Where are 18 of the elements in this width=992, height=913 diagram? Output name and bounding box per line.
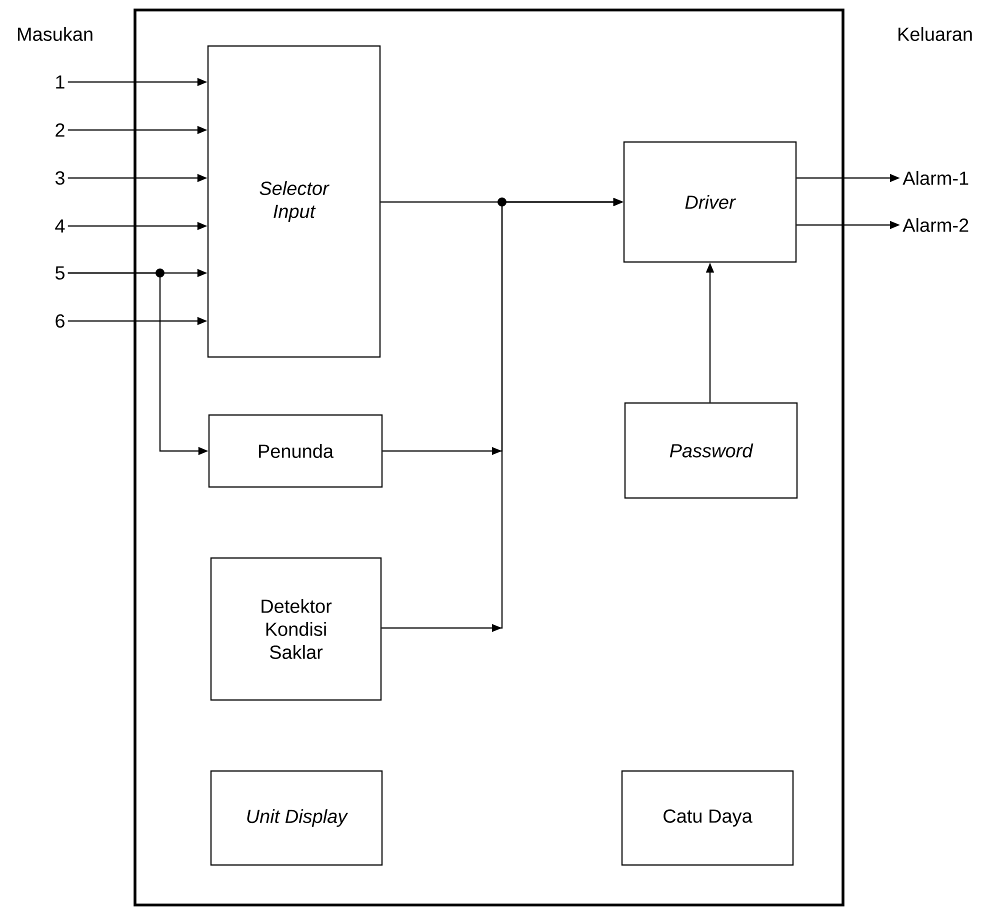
input-number: 5 xyxy=(55,266,64,280)
frame xyxy=(134,8,844,906)
section-label: Masukan xyxy=(18,27,92,41)
section-label: Keluaran xyxy=(898,27,972,41)
output-label: Alarm-2 xyxy=(902,218,968,232)
block-box: Unit Display xyxy=(210,770,383,866)
block-box: Detektor Kondisi Saklar xyxy=(210,557,382,701)
input-number: 6 xyxy=(56,314,64,328)
block-box: Driver xyxy=(623,141,797,263)
block-box: Selector Input xyxy=(207,45,381,358)
block-box: Penunda xyxy=(208,414,383,488)
input-number: 3 xyxy=(55,171,64,185)
block-box: Password xyxy=(624,402,798,499)
input-number: 4 xyxy=(55,219,65,233)
output-label: Alarm-1 xyxy=(902,171,968,185)
block-box: Catu Daya xyxy=(621,770,794,866)
input-number: 2 xyxy=(56,123,64,137)
input-number: 1 xyxy=(56,75,64,89)
